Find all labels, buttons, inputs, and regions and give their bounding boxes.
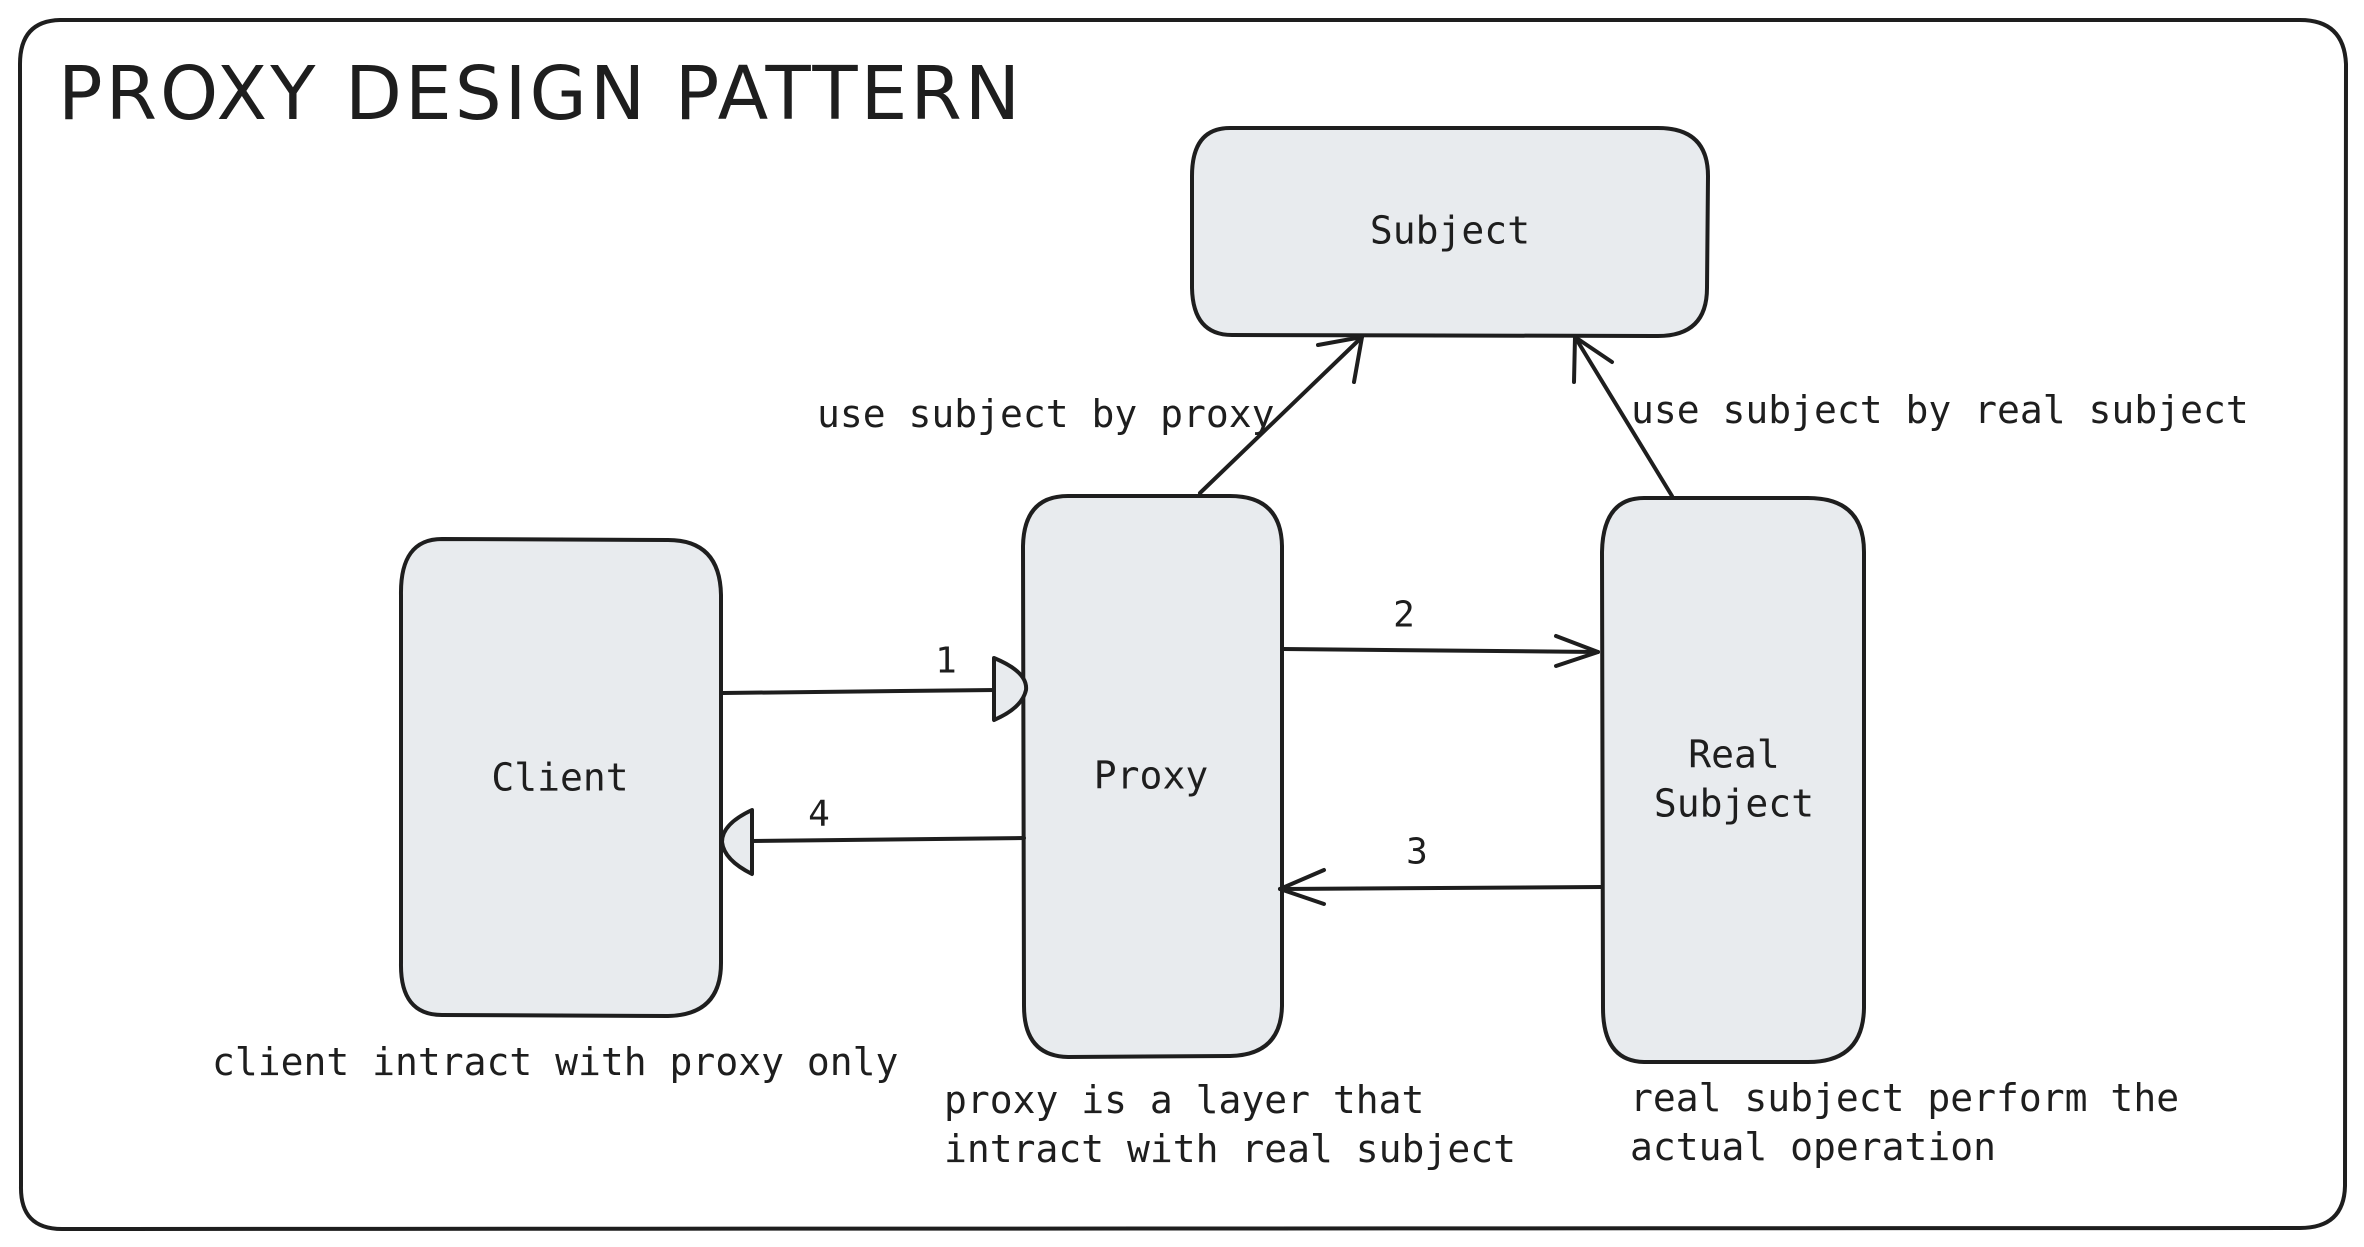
real-subject-note: real subject perform the actual operatio… [1630,1076,2180,1170]
proxy-note: proxy is a layer that intract with real … [944,1078,1516,1172]
proxy-to-subject-label: use subject by proxy [817,392,1275,436]
edge-real-to-subject [1573,335,1674,498]
edge-step2 [1281,647,1600,654]
diagram-title: PROXY DESIGN PATTERN [58,51,1024,137]
edge-proxy-to-subject [1198,335,1364,495]
arrowhead-step1 [992,656,1029,722]
client-note: client intract with proxy only [212,1040,899,1084]
step3-label: 3 [1406,831,1428,873]
arrowhead-step2 [1554,634,1600,668]
real-to-subject-label: use subject by real subject [1631,388,2249,432]
proxy-box[interactable] [1020,494,1284,1060]
arrowhead-step4 [720,808,754,876]
subject-box[interactable] [1190,126,1711,339]
arrowhead-step3 [1278,868,1326,906]
step4-label: 4 [808,793,830,835]
edge-step3 [1278,885,1603,891]
client-box[interactable] [398,536,723,1019]
client-label: Client [491,755,629,800]
real-subject-box[interactable] [1599,496,1866,1064]
frame [17,18,2349,1232]
edge-step1 [721,688,998,695]
real-subject-label: Real Subject [1653,732,1815,826]
arrowhead-real-to-subject [1572,335,1614,384]
arrowhead-proxy-to-subject [1316,335,1364,384]
subject-label: Subject [1369,208,1531,253]
proxy-label: Proxy [1093,753,1209,798]
step2-label: 2 [1393,594,1415,636]
step1-label: 1 [935,640,957,682]
edge-step4 [750,836,1026,843]
